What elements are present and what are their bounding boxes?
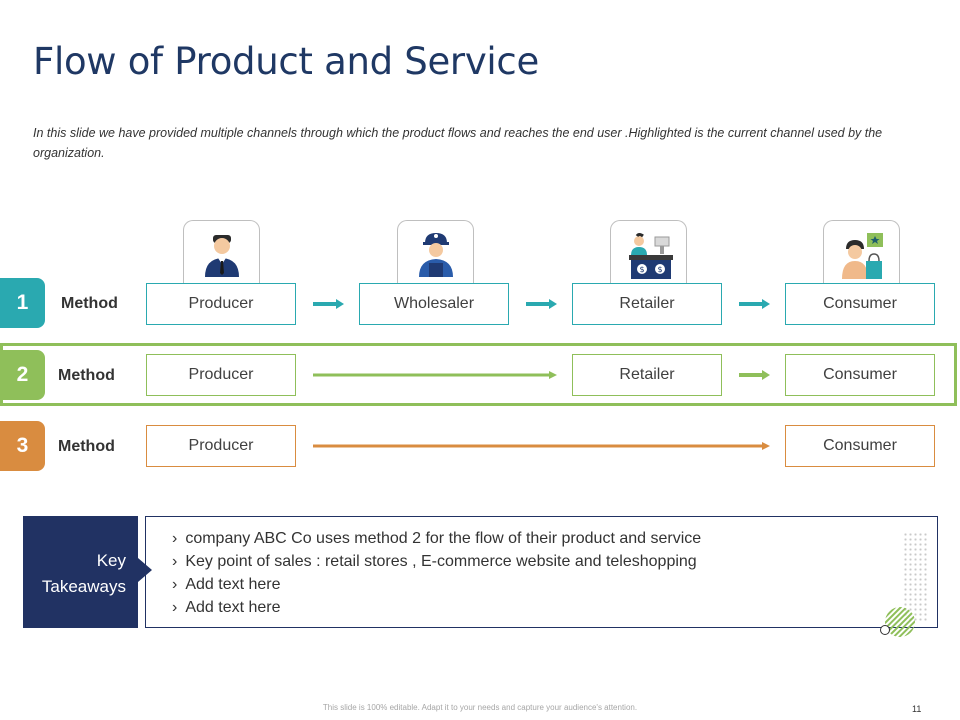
key-takeaways-list: company ABC Co uses method 2 for the flo… (145, 516, 938, 628)
arrowhead (549, 299, 557, 309)
method-2-producer: Producer (146, 354, 296, 396)
wholesaler-icon-card (397, 220, 474, 283)
takeaway-item: Add text here (172, 596, 937, 619)
arrowhead (762, 299, 770, 309)
method-2-label: Method (58, 367, 115, 384)
svg-text:$: $ (639, 265, 644, 274)
slide-subtitle: In this slide we have provided multiple … (33, 126, 883, 160)
arrowhead (549, 371, 557, 379)
retailer-icon-card: $ $ (610, 220, 687, 283)
method-1-arrows (313, 299, 770, 309)
method-2-retailer: Retailer (572, 354, 722, 396)
method-1-wholesaler: Wholesaler (359, 283, 509, 325)
method-2-consumer: Consumer (785, 354, 935, 396)
key-takeaways-label: Key Takeaways (23, 516, 138, 628)
method-1-retailer: Retailer (572, 283, 722, 325)
method-3-producer: Producer (146, 425, 296, 467)
method-3-label: Method (58, 438, 115, 455)
takeaway-item: Add text here (172, 573, 937, 596)
slide-title: Flow of Product and Service (33, 40, 539, 83)
svg-text:$: $ (657, 265, 662, 274)
method-2-number: 2 (0, 350, 45, 400)
cashier-icon: $ $ (629, 233, 673, 279)
businessman-icon (205, 235, 239, 277)
page-number: 11 (912, 704, 922, 714)
arrowhead (336, 299, 344, 309)
method-3-arrows (313, 442, 770, 450)
method-1-consumer: Consumer (785, 283, 935, 325)
dot-pattern-decoration (903, 532, 929, 622)
shopper-icon (842, 233, 883, 279)
striped-circle-decoration (880, 607, 915, 637)
method-3-consumer: Consumer (785, 425, 935, 467)
method-2-arrows (313, 370, 770, 380)
method-3-number: 3 (0, 421, 45, 471)
method-1-number: 1 (0, 278, 45, 328)
method-1-producer: Producer (146, 283, 296, 325)
arrowhead (762, 370, 770, 380)
method-1-label: Method (61, 295, 118, 312)
takeaway-item: company ABC Co uses method 2 for the flo… (172, 527, 937, 550)
worker-icon (419, 233, 453, 277)
takeaway-item: Key point of sales : retail stores , E-c… (172, 550, 937, 573)
consumer-icon-card (823, 220, 900, 283)
footer-note: This slide is 100% editable. Adapt it to… (322, 703, 638, 712)
producer-icon-card (183, 220, 260, 283)
arrowhead (762, 442, 770, 450)
